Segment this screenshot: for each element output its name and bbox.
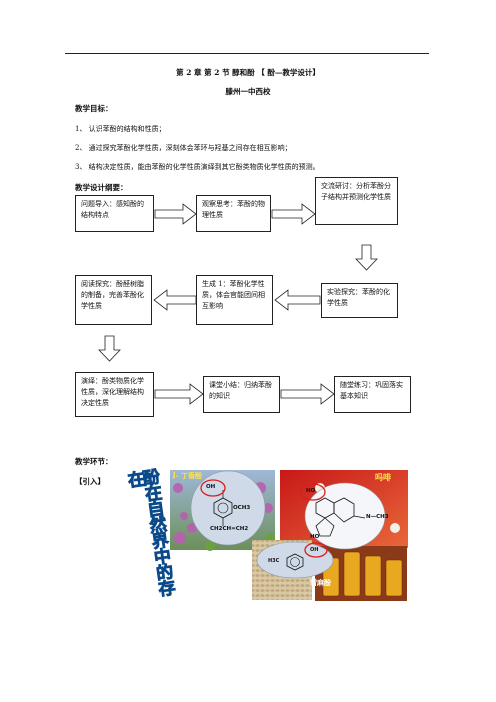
morphine-label: 吗啡 [375, 473, 391, 482]
document-title: 第 2 章 第 2 节 醇和酚 【 酚—教学设计】 [176, 68, 320, 77]
eugenol-label: 丁香酚 [181, 472, 202, 480]
goal-item: 1、 认识苯酚的结构和性质； [75, 125, 166, 133]
struct-oh-bottom: OH [310, 547, 319, 553]
flow-box-summary: 课堂小结：归纳苯酚的知识 [203, 376, 280, 413]
arrow-right-icon [154, 383, 204, 405]
header-rule [65, 53, 429, 54]
eugenol-prefix: J. [173, 471, 179, 479]
struct-allyl: CH2CH=CH2 [210, 526, 249, 532]
flow-box-practice: 随堂练习：巩固落实基本知识 [334, 376, 411, 413]
outline-heading: 教学设计纲要： [75, 183, 128, 192]
arrow-right-icon [280, 383, 335, 405]
arrow-down-icon [98, 335, 121, 362]
flow-box-reading: 阅读探究：酚醛树脂的制备，完善苯酚化学性质 [75, 275, 152, 325]
struct-och3: OCH3 [233, 505, 251, 511]
struct-ho-top: HO [306, 488, 316, 494]
flow-box-question-intro: 问题导入：感知酚的结构特点 [75, 195, 154, 232]
flow-box-experiment: 实验探究：苯酚的化学性质 [321, 283, 398, 318]
arrow-left-icon [153, 289, 197, 311]
arrow-left-icon [274, 289, 321, 311]
flow-box-generate: 生成 1：苯酚化学性质，体会官能团间相互影响 [196, 275, 273, 325]
school-name: 滕州一中西校 [225, 87, 271, 96]
bottle-label: 雪麻酚 [310, 579, 331, 587]
flow-box-deduction: 演绎：酚类物质化学性质，深化理解结构决定性质 [75, 372, 154, 417]
arrow-right-icon [271, 203, 316, 225]
phenol-nature-illustration [120, 468, 408, 602]
struct-oh-left: OH [206, 484, 216, 490]
arrow-down-icon [355, 244, 378, 271]
steps-heading: 教学环节： [75, 457, 113, 466]
intro-label: 【引入】 [75, 477, 105, 486]
goals-heading: 教学目标： [75, 104, 113, 113]
phenol-nature-figure: 酚在自然界中的存在 J. 丁香酚 吗啡 雪麻酚 OH OCH3 CH2CH=CH… [120, 468, 410, 603]
struct-h3c: H3C [268, 558, 280, 564]
struct-ho-bottom: HO [310, 534, 320, 540]
flow-box-discussion: 交流研讨：分析苯酚分子结构并预测化学性质 [315, 177, 398, 225]
goal-item: 3、 结构决定性质，能由苯酚的化学性质演绎到其它酚类物质化学性质的预测。 [75, 163, 320, 171]
arrow-right-icon [154, 203, 197, 225]
flow-box-observe: 观察思考：苯酚的物理性质 [196, 195, 271, 232]
goal-item: 2、 通过探究苯酚化学性质，深刻体会苯环与羟基之间存在相互影响； [75, 144, 292, 152]
struct-n-ch3: N—CH3 [366, 514, 389, 520]
